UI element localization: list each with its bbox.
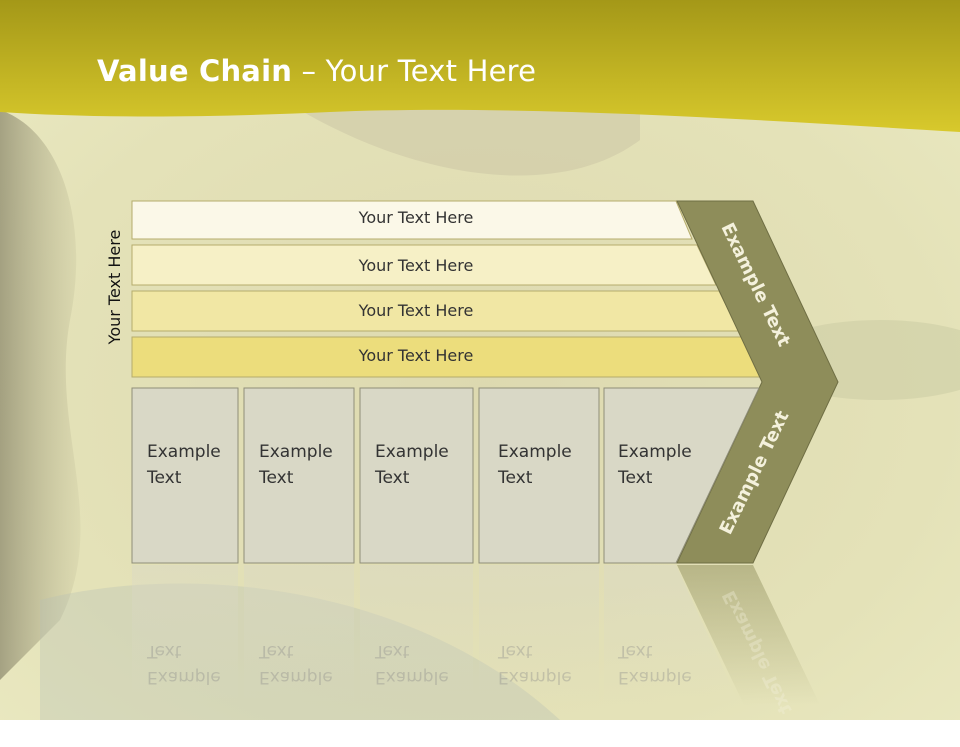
cell-4-reflection	[479, 565, 599, 705]
cell-5-reflection-text: Example Text	[618, 638, 692, 690]
cell-4-line-1: Example	[498, 442, 572, 462]
value-chevron	[676, 200, 839, 564]
cell-1-reflection-line-2: Text	[147, 641, 182, 661]
cell-2-reflection-line-2: Text	[259, 641, 294, 661]
chevron-reflection	[677, 565, 820, 705]
cell-2-reflection-line-1: Example	[259, 667, 333, 687]
cell-3-reflection-line-1: Example	[375, 667, 449, 687]
cell-4-reflection-line-1: Example	[498, 667, 572, 687]
cell-5-shape	[603, 387, 760, 564]
cell-2-reflection	[244, 565, 354, 705]
row-2-text: Your Text Here	[358, 256, 474, 275]
cell-5-line-1: Example	[618, 442, 692, 462]
cell-1-line-1: Example	[147, 442, 221, 462]
row-1-shape	[131, 200, 693, 240]
cell-3-reflection-text: Example Text	[375, 638, 449, 690]
cell-5-reflection-line-2: Text	[618, 641, 653, 661]
cell-3-line-1: Example	[375, 442, 449, 462]
row-4-text: Your Text Here	[358, 346, 474, 365]
row-3-text: Your Text Here	[358, 301, 474, 320]
cell-3-reflection	[360, 565, 473, 705]
cell-3-shape	[359, 387, 474, 564]
cell-2-line-2: Text	[259, 468, 294, 488]
row-1-text: Your Text Here	[358, 208, 474, 227]
cell-4-line-2: Text	[498, 468, 533, 488]
cell-1-reflection	[132, 565, 238, 705]
cell-1-line-2: Text	[147, 468, 182, 488]
title-rest: – Your Text Here	[292, 54, 537, 88]
cell-4-reflection-text: Example Text	[498, 638, 572, 690]
cell-5-line-2: Text	[618, 468, 653, 488]
cell-2-line-1: Example	[259, 442, 333, 462]
cell-5-reflection-line-1: Example	[618, 667, 692, 687]
cell-1-reflection-text: Example Text	[147, 638, 221, 690]
slide-title: Value Chain – Your Text Here	[97, 54, 536, 88]
cell-1-shape	[131, 387, 239, 564]
side-label: Your Text Here	[105, 229, 124, 345]
cell-4-shape	[478, 387, 600, 564]
photo-face-shape	[300, 110, 640, 176]
header-band	[0, 0, 960, 132]
cell-4-reflection-line-2: Text	[498, 641, 533, 661]
title-bold: Value Chain	[97, 54, 293, 88]
slide-background	[0, 0, 960, 720]
cell-2-reflection-text: Example Text	[259, 638, 333, 690]
cell-5-reflection	[604, 565, 740, 705]
cell-2-shape	[243, 387, 355, 564]
cell-1-reflection-line-1: Example	[147, 667, 221, 687]
cell-3-line-2: Text	[375, 468, 410, 488]
cell-3-reflection-line-2: Text	[375, 641, 410, 661]
photo-hair-shape	[0, 110, 81, 680]
